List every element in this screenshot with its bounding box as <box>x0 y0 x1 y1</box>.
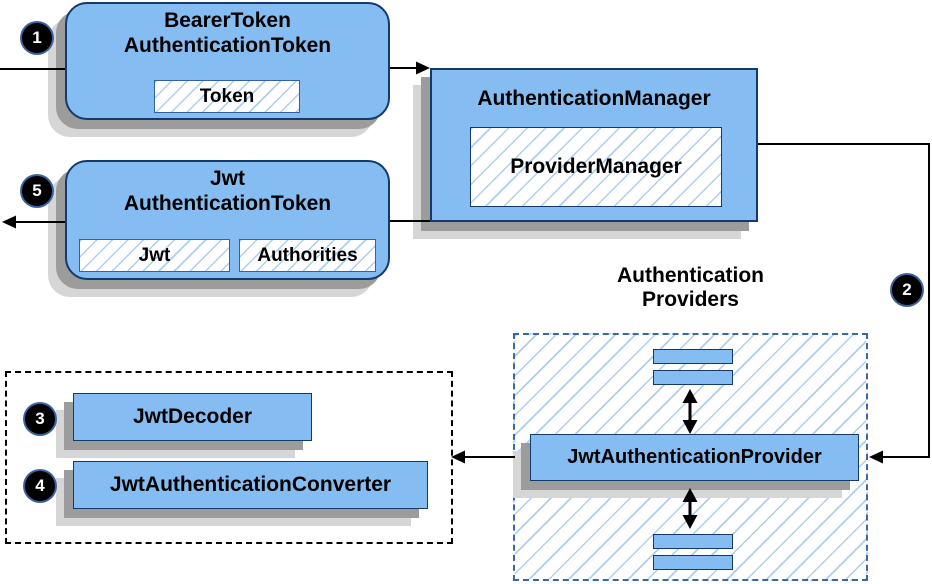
step-1-number: 1 <box>32 28 42 47</box>
authentication-manager-title: AuthenticationManager <box>477 87 711 110</box>
provider-manager-box: ProviderManager <box>470 127 722 207</box>
bearer-token-authentication-token-box: BearerToken AuthenticationToken Token <box>65 2 390 120</box>
provider-stack-bar <box>653 349 733 364</box>
provider-stack-bar <box>653 555 733 570</box>
authentication-providers-title: Authentication Providers <box>617 264 764 311</box>
jwt-chip: Jwt <box>79 239 230 272</box>
authentication-manager-box: AuthenticationManager ProviderManager <box>430 68 758 222</box>
jwt-token-box-title: Jwt AuthenticationToken <box>123 167 332 215</box>
step-4-number: 4 <box>35 476 45 495</box>
step-4-badge: 4 <box>25 471 55 501</box>
step-2-number: 2 <box>902 280 912 299</box>
provider-stack-bar <box>653 534 733 549</box>
provider-stack-bar <box>653 370 733 385</box>
arrow-bearer-to-manager <box>390 61 430 75</box>
jwt-decoder-box: JwtDecoder <box>73 393 312 441</box>
bearer-token-box-title: BearerToken AuthenticationToken <box>123 9 332 57</box>
arrow-jwt-token-out <box>2 215 65 229</box>
jwt-authentication-converter-box: JwtAuthenticationConverter <box>73 461 428 509</box>
jwt-authentication-provider-box: JwtAuthenticationProvider <box>530 434 859 481</box>
step-5-number: 5 <box>32 181 42 200</box>
jwt-authentication-token-box: Jwt AuthenticationToken Jwt Authorities <box>65 160 390 280</box>
arrow-provider-to-converters <box>451 450 515 464</box>
step-2-badge: 2 <box>892 275 922 305</box>
step-1-badge: 1 <box>22 23 52 53</box>
step-5-badge: 5 <box>22 176 52 206</box>
step-3-badge: 3 <box>25 404 55 434</box>
token-chip: Token <box>154 80 300 113</box>
step-3-number: 3 <box>35 409 45 428</box>
authorities-chip: Authorities <box>239 239 376 272</box>
